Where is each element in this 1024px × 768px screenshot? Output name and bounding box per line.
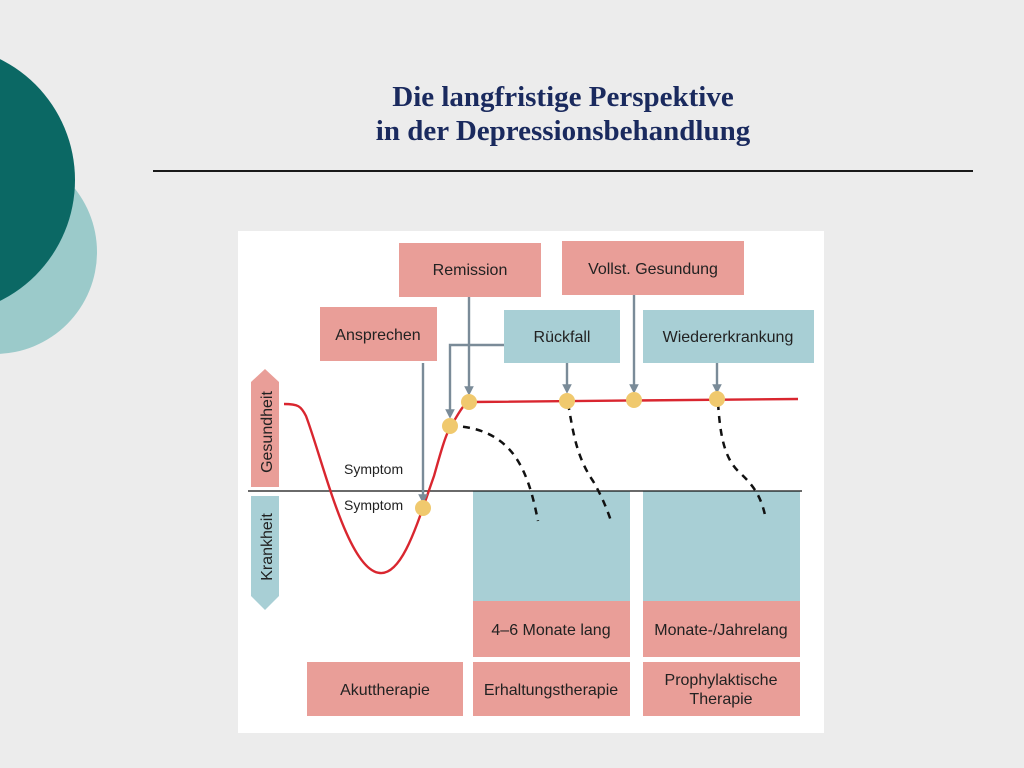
prophylaxis-column (643, 491, 800, 601)
response-label: Ansprechen (335, 327, 420, 344)
relapse-dashed-curve-2 (566, 402, 613, 522)
title-line-2: in der Depressionsbehandlung (375, 115, 751, 147)
phase-prophylaxis-text-1: Prophylaktische (665, 672, 778, 689)
duration-maintenance-text: 4–6 Monate lang (491, 622, 610, 639)
marker-relapse (559, 393, 575, 409)
duration-box-prophylaxis (643, 601, 800, 657)
maintenance-column (473, 491, 630, 601)
health-axis-label: Gesundheit (259, 391, 276, 473)
decorative-circles (0, 59, 97, 354)
phase-box-prophylaxis (643, 662, 800, 716)
dark-teal-circle (0, 59, 75, 301)
marker-response (415, 500, 431, 516)
health-axis-arrow (251, 369, 279, 487)
marker-relapse-start (442, 418, 458, 434)
recurrence-dashed-curve (716, 402, 767, 516)
response-box (320, 307, 437, 361)
recurrence-label: Wiedererkrankung (663, 329, 794, 346)
relapse-box (504, 310, 620, 363)
symptom-label-lower: Symptom (344, 497, 403, 513)
duration-prophylaxis-text: Monate-/Jahrelang (654, 622, 787, 639)
marker-recurrence (709, 391, 725, 407)
duration-box-maintenance (473, 601, 630, 657)
title-divider (153, 170, 973, 172)
remission-label: Remission (433, 262, 508, 279)
diagram-background (238, 231, 824, 733)
relapse-label: Rückfall (534, 329, 591, 346)
recurrence-box (643, 310, 814, 363)
title-line-1: Die langfristige Perspektive (392, 81, 734, 113)
full-recovery-label: Vollst. Gesundung (588, 261, 718, 278)
phase-box-acute (307, 662, 463, 716)
symptom-label-upper: Symptom (344, 461, 403, 477)
marker-remission (461, 394, 477, 410)
relapse-arrow-to-curve (445, 343, 504, 419)
treatment-phase-diagram: 4–6 Monate lang Monate-/Jahrelang Akutth… (238, 231, 824, 733)
full-recovery-box (562, 241, 744, 295)
slide-title: Die langfristige Perspektive in der Depr… (150, 80, 976, 148)
relapse-dashed-curve-1 (449, 424, 540, 522)
phase-maintenance-text: Erhaltungstherapie (484, 682, 618, 699)
phase-prophylaxis-text-2: Therapie (689, 691, 752, 708)
illness-axis-label: Krankheit (259, 513, 276, 581)
remission-box (399, 243, 541, 297)
phase-box-maintenance (473, 662, 630, 716)
illness-axis-arrow (251, 496, 279, 610)
marker-full-recovery (626, 392, 642, 408)
phase-acute-text: Akuttherapie (340, 682, 430, 699)
